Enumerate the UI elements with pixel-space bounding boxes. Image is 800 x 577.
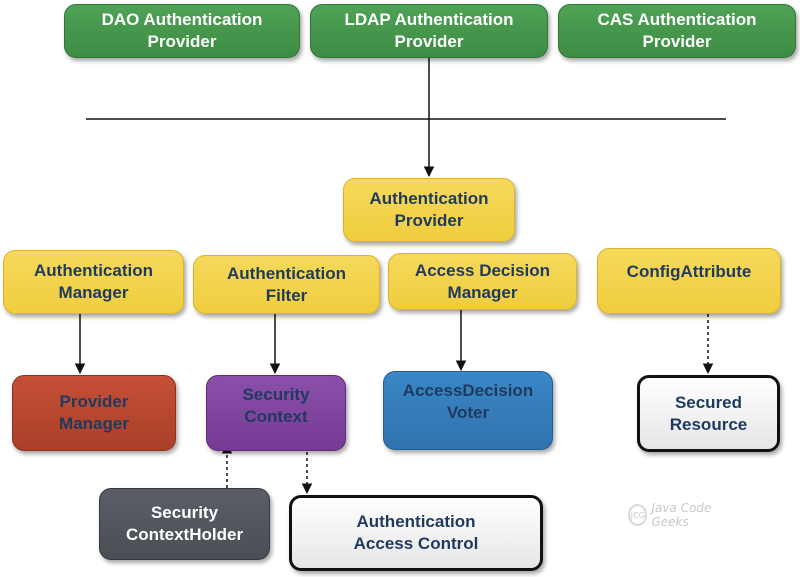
ldap-authentication-provider-node: LDAP Authentication Provider xyxy=(310,4,548,58)
access-decision-manager-node: Access Decision Manager xyxy=(388,253,577,310)
authentication-access-control-node: Authentication Access Control xyxy=(289,495,543,571)
provider-manager-node: Provider Manager xyxy=(12,375,176,451)
access-decision-voter-node: AccessDecision Voter xyxy=(383,371,553,450)
authentication-manager-node: Authentication Manager xyxy=(3,250,184,314)
authentication-filter-node: Authentication Filter xyxy=(193,255,380,314)
config-attribute-node: ConfigAttribute xyxy=(597,248,781,314)
cas-authentication-provider-node: CAS Authentication Provider xyxy=(558,4,796,58)
watermark-text: Java Code Geeks xyxy=(651,501,712,529)
dao-authentication-provider-node: DAO Authentication Provider xyxy=(64,4,300,58)
jcg-logo-icon: JCG xyxy=(628,504,648,526)
security-context-node: Security Context xyxy=(206,375,346,451)
java-code-geeks-watermark: JCG Java Code Geeks xyxy=(628,501,738,529)
security-context-holder-node: Security ContextHolder xyxy=(99,488,270,560)
authentication-provider-node: Authentication Provider xyxy=(343,178,515,242)
secured-resource-node: Secured Resource xyxy=(637,375,780,452)
